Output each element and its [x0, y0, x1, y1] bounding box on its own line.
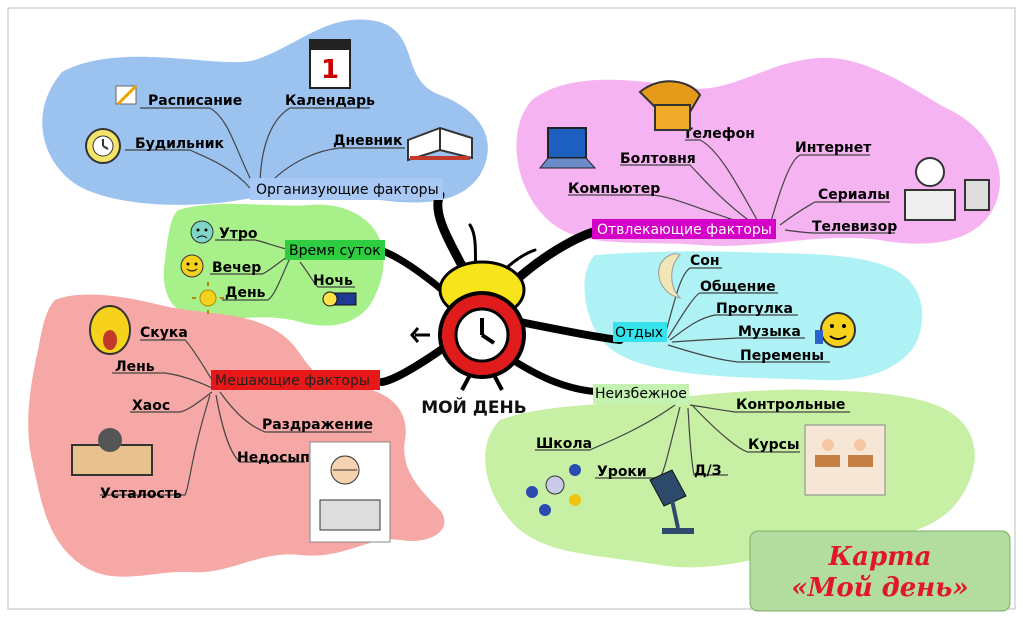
moon-icon — [658, 253, 682, 299]
tag-distracting — [592, 219, 776, 239]
label-time: Время суток — [289, 243, 381, 259]
tag-organizing — [250, 178, 443, 200]
card-line-2: «Мой день» — [791, 573, 968, 603]
item-walk: Прогулка — [716, 301, 793, 317]
molecule-icon — [526, 464, 581, 516]
item-diary: Дневник — [333, 133, 403, 149]
calendar-icon: 1 — [309, 39, 351, 89]
svg-text:1: 1 — [321, 55, 339, 85]
item-breaks: Перемены — [740, 348, 824, 364]
item-fatigue: Усталость — [100, 486, 182, 502]
item-school: Школа — [536, 436, 592, 452]
person-tv-icon — [904, 157, 990, 221]
telephone-icon — [638, 80, 702, 131]
item-evening: Вечер — [212, 260, 261, 276]
tag-time — [285, 240, 385, 260]
item-raspisanie: Расписание — [148, 93, 242, 109]
item-tv: Телевизор — [812, 219, 897, 235]
item-communication: Общение — [700, 279, 776, 295]
item-morning: Утро — [219, 226, 258, 242]
title-card: Карта «Мой день» — [749, 530, 1011, 612]
item-alarm: Будильник — [135, 136, 225, 152]
sad-face-icon — [190, 220, 214, 244]
tag-rest — [613, 322, 667, 342]
item-homework: Д/З — [694, 463, 722, 479]
label-inevitable: Неизбежное — [595, 386, 687, 402]
item-day: День — [225, 285, 266, 301]
yawning-face-icon — [89, 305, 131, 355]
label-distracting: Отвлекающие факторы — [597, 222, 772, 238]
card-line-1: Карта — [827, 542, 931, 572]
pencil-note-icon — [115, 84, 138, 106]
item-music: Музыка — [738, 324, 801, 340]
item-calendar: Календарь — [285, 93, 375, 109]
item-sleep: Сон — [690, 253, 720, 269]
desk-lamp-icon — [649, 469, 694, 534]
label-rest: Отдых — [615, 325, 663, 341]
alarm-clock-small-icon — [85, 128, 121, 164]
item-laziness: Лень — [115, 359, 155, 375]
item-irritation: Раздражение — [262, 417, 373, 433]
laptop-icon — [538, 127, 597, 169]
flashlight-icon — [322, 291, 357, 307]
branch-rest — [664, 267, 830, 363]
sleeping-desk-icon — [71, 428, 153, 476]
item-tests: Контрольные — [736, 397, 845, 413]
item-computer: Компьютер — [568, 181, 660, 197]
organizing-blob — [42, 19, 488, 205]
center-title: МОЙ ДЕНЬ — [421, 396, 526, 418]
item-night: Ночь — [313, 273, 353, 289]
label-organizing: Организующие факторы — [256, 182, 439, 198]
tag-hindering — [211, 370, 380, 390]
alarm-clock-icon — [410, 260, 526, 391]
item-chaos: Хаос — [132, 398, 170, 414]
distracting-blob — [516, 57, 1000, 246]
classroom-icon — [804, 424, 886, 496]
open-book-icon — [407, 126, 473, 162]
item-series: Сериалы — [818, 187, 890, 203]
item-courses: Курсы — [748, 437, 800, 453]
sleepy-boy-icon — [309, 441, 391, 543]
smile-icon — [180, 254, 204, 278]
item-chatter: Болтовня — [620, 151, 696, 167]
item-internet: Интернет — [795, 140, 872, 156]
tag-inevitable — [593, 384, 689, 404]
item-phone: Телефон — [683, 126, 755, 142]
label-hindering: Мешающие факторы — [215, 373, 370, 389]
item-sleep-deprivation: Недосып — [237, 450, 310, 466]
item-lessons: Уроки — [597, 464, 647, 480]
item-boredom: Скука — [140, 325, 188, 341]
branch-hindering — [100, 339, 372, 496]
sun-icon — [192, 282, 224, 314]
music-smiley-icon — [815, 312, 856, 348]
